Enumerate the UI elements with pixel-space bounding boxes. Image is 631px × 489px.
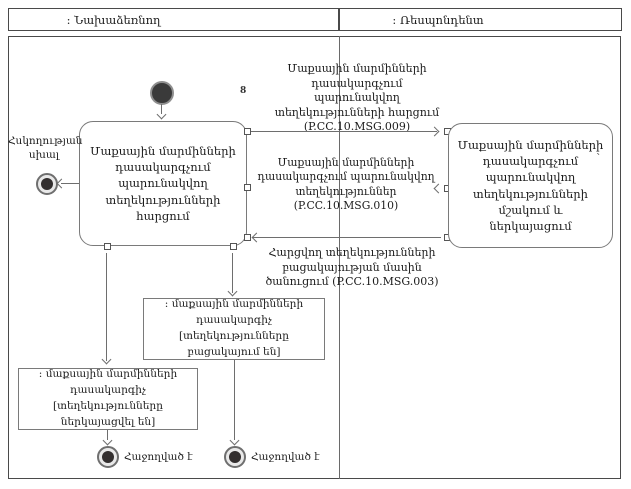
final-node-dot xyxy=(102,451,114,463)
final-node-dot xyxy=(41,178,53,190)
lane-header-respondent-label: : Ռեսպոնդենտ xyxy=(392,12,484,27)
initial-node xyxy=(150,81,174,105)
success-final-node-left xyxy=(97,446,119,468)
msg010-label: Մաքսային մարմինների դասակարգչում պարունա… xyxy=(257,156,435,212)
flow-msg009-line xyxy=(251,131,437,132)
connector-pin xyxy=(104,243,111,250)
state-presented-label: : մաքսային մարմինների դասակարգիչ [տեղեկո… xyxy=(38,368,178,428)
annotation-mark: ՝ xyxy=(596,152,601,165)
activity-request-box: Մաքսային մարմինների դասակարգչում պարունա… xyxy=(79,121,247,246)
flow-to-absent-line xyxy=(232,253,233,293)
msg003-label: Հարցվող տեղեկությունների բացակայության մ… xyxy=(265,246,439,289)
lane-header-initiator-label: : Նախաձեռնող xyxy=(66,12,161,27)
lane-header-respondent: : Ռեսպոնդենտ xyxy=(339,8,622,31)
connector-pin xyxy=(244,184,251,191)
error-final-label: Հսկողության սխալ xyxy=(8,135,83,162)
flow-msg003-line xyxy=(253,237,441,238)
flow-absent-final-line xyxy=(234,360,235,440)
activity-process-label: Մաքսային մարմինների դասակարգչում պարունա… xyxy=(457,137,604,234)
success-label-right: Հաջողված է xyxy=(251,451,320,463)
msg009-label: Մաքսային մարմինների դասակարգչում պարունա… xyxy=(274,62,440,134)
final-node-dot xyxy=(229,451,241,463)
connector-pin xyxy=(244,128,251,135)
state-presented-box: : մաքսային մարմինների դասակարգիչ [տեղեկո… xyxy=(18,368,198,430)
error-final-node xyxy=(36,173,58,195)
activity-request-label: Մաքսային մարմինների դասակարգչում պարունա… xyxy=(90,143,236,223)
activity-process-box: Մաքսային մարմինների դասակարգչում պարունա… xyxy=(448,123,613,248)
lane-header-initiator: : Նախաձեռնող xyxy=(8,8,339,31)
state-absent-label: : մաքսային մարմինների դասակարգիչ [տեղեկո… xyxy=(164,298,304,358)
connector-pin xyxy=(244,234,251,241)
flow-to-presented-line xyxy=(106,253,107,361)
success-label-left: Հաջողված է xyxy=(124,451,193,463)
lane-divider xyxy=(339,36,340,479)
connector-pin xyxy=(230,243,237,250)
success-final-node-right xyxy=(224,446,246,468)
flow-error-line xyxy=(61,183,79,184)
state-absent-box: : մաքսային մարմինների դասակարգիչ [տեղեկո… xyxy=(143,298,325,360)
annotation-mark: 8 xyxy=(240,86,247,96)
flow-initial-line xyxy=(161,104,162,114)
flow-presented-final-line xyxy=(107,430,108,440)
